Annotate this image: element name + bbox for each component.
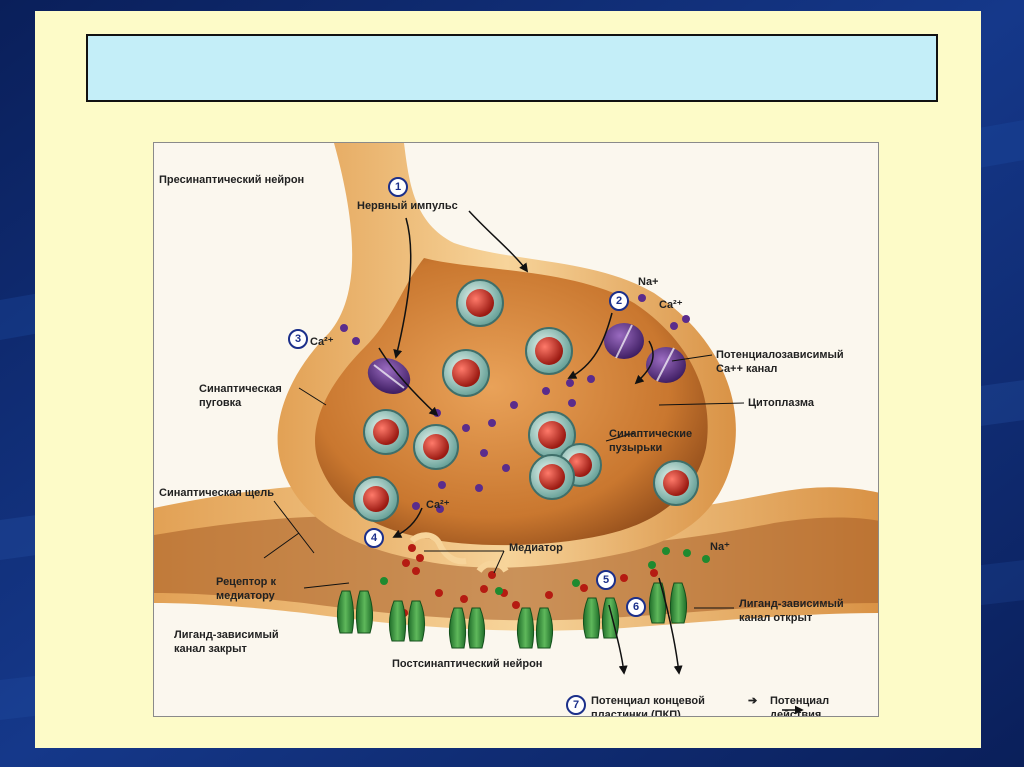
vesicle-icon: [526, 328, 572, 374]
label-nerve-impulse: Нервный импульс: [357, 199, 458, 213]
vesicle-icon: [443, 350, 489, 396]
label-postsynaptic-neuron: Постсинаптический нейрон: [392, 657, 542, 671]
label-ligand-closed: Лиганд-зависимый канал закрыт: [174, 628, 279, 656]
step-7-badge: 7: [566, 695, 586, 715]
synapse-diagram: 1 2 3 4 5 6 7 Пресинаптический нейрон Не…: [153, 142, 879, 717]
label-presynaptic-neuron: Пресинаптический нейрон: [159, 173, 304, 187]
label-voltage-channel: Потенциалозависимый Ca++ канал: [716, 348, 844, 376]
label-ligand-open: Лиганд-зависимый канал открыт: [739, 597, 844, 625]
label-ca-4: Ca²⁺: [426, 498, 450, 512]
ca-channel-icon: [646, 347, 686, 383]
label-na-plus: Na⁺: [710, 540, 730, 554]
vesicle-icon: [364, 410, 408, 454]
label-na: Na+: [638, 275, 659, 289]
step-3-badge: 3: [288, 329, 308, 349]
slide-title-box: [86, 34, 938, 102]
step-5-badge: 5: [596, 570, 616, 590]
label-synaptic-button: Синаптическая пуговка: [199, 382, 282, 410]
label-ca-3: Ca²⁺: [310, 335, 334, 349]
vesicle-icon: [530, 455, 574, 499]
label-end-plate-potential: Потенциал концевой пластинки (ПКП): [591, 694, 705, 717]
label-receptor: Рецептор к медиатору: [216, 575, 276, 603]
label-synaptic-cleft: Синаптическая щель: [159, 486, 274, 500]
step-1-badge: 1: [388, 177, 408, 197]
arrow-icon: ➔: [748, 694, 757, 708]
vesicle-icon: [354, 477, 398, 521]
step-2-badge: 2: [609, 291, 629, 311]
vesicle-icon: [414, 425, 458, 469]
label-action-potential: Потенциал действия: [770, 694, 829, 717]
ca-channel-icon: [604, 323, 644, 359]
label-mediator: Медиатор: [509, 541, 563, 555]
label-cytoplasm: Цитоплазма: [748, 396, 814, 410]
vesicle-icon: [457, 280, 503, 326]
vesicle-icon: [654, 461, 698, 505]
step-6-badge: 6: [626, 597, 646, 617]
label-ca-2: Ca²⁺: [659, 298, 683, 312]
step-4-badge: 4: [364, 528, 384, 548]
label-synaptic-vesicles: Синаптические пузырьки: [609, 427, 692, 455]
